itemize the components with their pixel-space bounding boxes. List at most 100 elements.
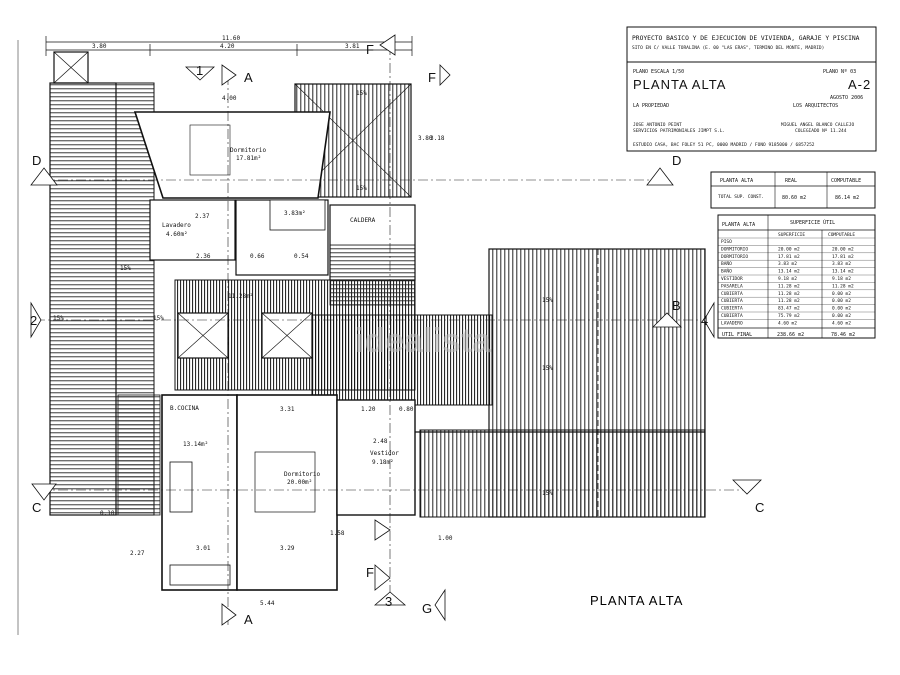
- right-roof: [311, 248, 706, 518]
- left-lower-hatch: [117, 394, 161, 516]
- area-row-name: CUBIERTA: [721, 291, 743, 297]
- area-row-b: 13.14 m2: [832, 269, 854, 275]
- room-lavadero-area: 4.60m²: [166, 231, 188, 238]
- room-pasarela-area: 11.28m²: [228, 293, 253, 300]
- summary-header-plant: PLANTA ALTA: [720, 178, 753, 184]
- bed-1: [189, 124, 231, 176]
- owner-label: LA PROPIEDAD: [633, 103, 669, 109]
- svg-text:C: C: [755, 500, 764, 515]
- left-roof-hatch: [49, 51, 155, 516]
- room-bano-1-area: 3.83m²: [284, 210, 306, 217]
- area-row-a: 4.60 m2: [778, 320, 797, 326]
- svg-text:C: C: [32, 500, 41, 515]
- upper-rooms: [133, 111, 416, 306]
- architect-reg: COLEGIADO Nº 11.244: [795, 128, 847, 134]
- room-dormitorio-2: Dormitorio: [284, 471, 321, 478]
- area-row-name: CUBIERTA: [721, 313, 743, 319]
- dim-top-1: 3.80: [92, 43, 107, 50]
- svg-text:3.80: 3.80: [418, 135, 433, 142]
- area-row-b: 3.83 m2: [832, 261, 851, 267]
- svg-text:4: 4: [701, 313, 708, 328]
- area-row-a: 13.14 m2: [778, 269, 800, 275]
- dim-top-3: 3.81: [345, 43, 360, 50]
- area-row-a: 20.00 m2: [778, 246, 800, 252]
- area-row-b: 9.18 m2: [832, 276, 851, 282]
- area-row-a: 11.28 m2: [778, 298, 800, 304]
- interior-dimensions: 4.00 2.37 2.36 0.66 0.54 3.31 1.20 0.80 …: [100, 95, 453, 607]
- svg-text:2.48: 2.48: [373, 438, 388, 445]
- svg-text:1.58: 1.58: [330, 530, 345, 537]
- area-table-title: PLANTA ALTA: [722, 222, 755, 228]
- svg-text:3.29: 3.29: [280, 545, 295, 552]
- svg-text:2: 2: [30, 313, 37, 328]
- area-row-b: 0.00 m2: [832, 306, 851, 312]
- area-row-name: DORMITORIO: [721, 246, 748, 252]
- svg-text:1: 1: [196, 63, 203, 78]
- area-row-a: 3.83 m2: [778, 261, 797, 267]
- area-total-a: 238.66 m2: [777, 332, 804, 338]
- area-row-a: 11.28 m2: [778, 283, 800, 289]
- room-lavadero: Lavadero: [162, 222, 191, 229]
- area-row-b: 0.00 m2: [832, 291, 851, 297]
- section-lines: [35, 45, 745, 625]
- area-row-name: PISO: [721, 239, 732, 245]
- svg-text:1.20: 1.20: [361, 406, 376, 413]
- area-row-b: 20.00 m2: [832, 246, 854, 252]
- summary-header-computable: COMPUTABLE: [831, 178, 861, 184]
- svg-text:2.27: 2.27: [130, 550, 145, 557]
- svg-text:D: D: [672, 153, 681, 168]
- dim-top-2: 4.20: [220, 43, 235, 50]
- sheet-date: AGOSTO 2006: [830, 95, 863, 101]
- summary-row-label: TOTAL SUP. CONST.: [718, 194, 764, 200]
- svg-text:15%: 15%: [542, 365, 553, 372]
- area-row-name: BAÑO: [721, 268, 732, 275]
- area-row-name: BAÑO: [721, 260, 732, 267]
- plan-label: PLANTA ALTA: [590, 593, 683, 608]
- svg-text:F: F: [366, 42, 374, 57]
- svg-text:15%: 15%: [153, 315, 164, 322]
- area-detail-table: PLANTA ALTA SUPERFICIE ÚTIL SUPERFICIE C…: [717, 214, 876, 339]
- svg-text:15%: 15%: [542, 490, 553, 497]
- room-dormitorio-1: Dormitorio: [230, 147, 267, 154]
- plano-number: PLANO Nº 03: [823, 69, 856, 75]
- area-row-b: 0.00 m2: [832, 313, 851, 319]
- area-row-a: 75.79 m2: [778, 313, 800, 319]
- svg-text:0.10: 0.10: [100, 510, 115, 517]
- top-dimensions: [17, 36, 413, 635]
- watermark: idealista: [355, 322, 492, 360]
- svg-text:3.01: 3.01: [196, 545, 211, 552]
- svg-text:3.31: 3.31: [280, 406, 295, 413]
- area-row-a: 83.47 m2: [778, 306, 800, 312]
- room-dormitorio-2-area: 20.00m²: [287, 479, 312, 486]
- area-row-b: 17.81 m2: [832, 254, 854, 260]
- svg-text:F: F: [428, 70, 436, 85]
- svg-text:15%: 15%: [53, 315, 64, 322]
- svg-text:B: B: [672, 298, 681, 313]
- area-row-b: 0.00 m2: [832, 298, 851, 304]
- area-summary-table: PLANTA ALTA REAL COMPUTABLE TOTAL SUP. C…: [710, 171, 876, 209]
- owner-company: SERVICIOS PATRIMONIALES JIMPT S.L.: [633, 128, 725, 134]
- plano-escala: PLANO ESCALA 1/50: [633, 69, 684, 75]
- svg-text:0.54: 0.54: [294, 253, 309, 260]
- skylights: [177, 312, 313, 359]
- architect-name: MIGUEL ANGEL BLANCO CALLEJO: [781, 122, 854, 128]
- svg-text:15%: 15%: [356, 90, 367, 97]
- summary-header-real: REAL: [785, 178, 797, 184]
- svg-text:15%: 15%: [542, 297, 553, 304]
- area-row-name: VESTIDOR: [721, 276, 743, 282]
- area-total-label: UTIL FINAL: [722, 332, 752, 338]
- section-markers: [30, 34, 762, 626]
- roof-slopes: 15% 15% 15% 15% 15% 15% 15% 15%: [53, 90, 553, 497]
- area-row-a: 11.28 m2: [778, 291, 800, 297]
- room-vestidor: Vestidor: [370, 450, 399, 457]
- architects-label: LOS ARQUITECTOS: [793, 103, 838, 109]
- dim-total-width: 11.60: [222, 35, 240, 42]
- room-vestidor-area: 9.18m²: [372, 459, 394, 466]
- project-location: SITO EN C/ VALLE TORALINA (E. 00 "LAS ER…: [632, 45, 824, 51]
- section-marker-labels: 1 A D D 2 4 B C C 3 A F F G F: [30, 42, 764, 627]
- svg-text:A: A: [244, 612, 253, 627]
- room-bano-2-area: 13.14m²: [183, 441, 208, 448]
- sheet-name: PLANTA ALTA: [633, 77, 726, 92]
